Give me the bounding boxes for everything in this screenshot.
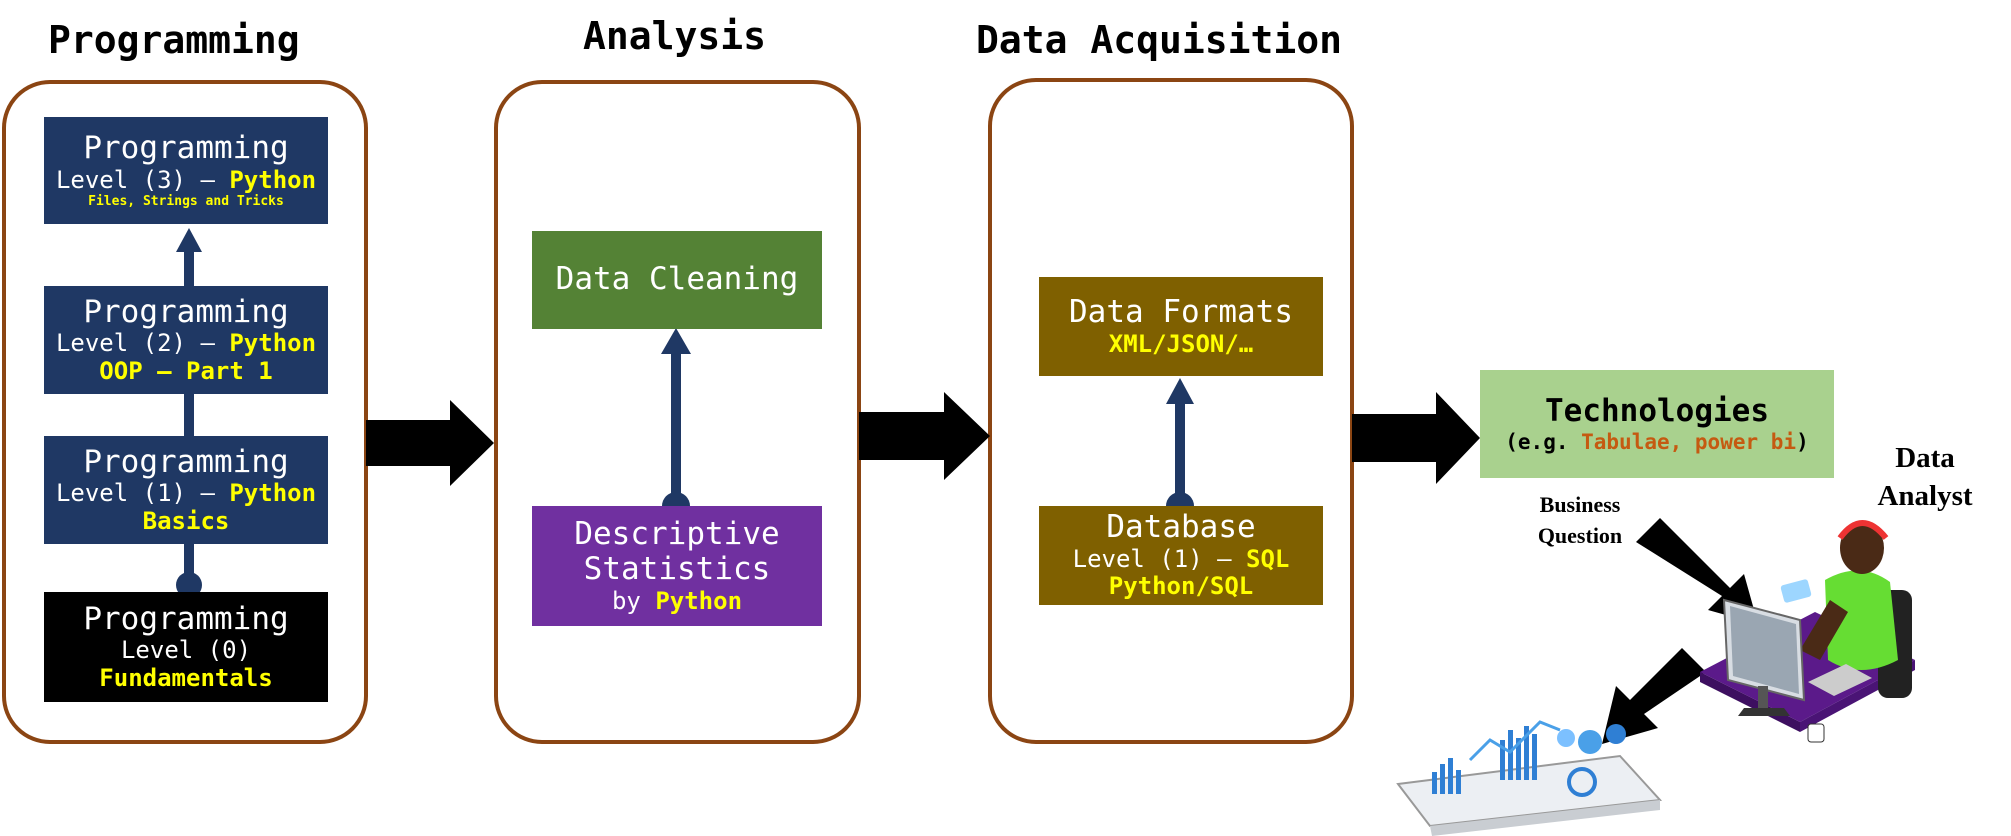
data-cleaning-box: Data Cleaning [532,231,822,329]
programming-level2-box: Programming Level (2) – Python OOP – Par… [44,286,328,394]
programming-level0-box: Programming Level (0) Fundamentals [44,592,328,702]
descriptive-by-line: by Python [611,586,743,615]
technologies-box: Technologies (e.g. Tabulae, power bi) [1480,370,1834,478]
arrow-programming-to-analysis [366,400,494,486]
arrow-business-question [1636,518,1758,624]
level1-title: Programming [83,443,289,480]
data-analyst-label: Data Analyst [1877,442,1973,512]
business-question-label: Business Question [1537,492,1623,548]
arrow-acquisition-to-technologies [1352,392,1480,484]
title-data-acquisition: Data Acquisition [976,18,1343,62]
arrow-analysis-to-acquisition [859,392,990,480]
dashboard-illustration [1396,720,1663,836]
level2-title: Programming [83,293,289,330]
database-box: Database Level (1) – SQL Python/SQL [1039,506,1323,605]
data-cleaning-label: Data Cleaning [555,261,799,298]
programming-level3-box: Programming Level (3) – Python Files, St… [44,117,328,224]
level3-title: Programming [83,130,289,167]
technologies-examples: (e.g. Tabulae, power bi) [1505,429,1809,454]
database-level-line: Level (1) – SQL [1072,544,1290,573]
acquisition-panel [988,78,1354,744]
level0-level-line: Level (0) [120,636,252,665]
acquisition-arrowhead [1166,378,1194,404]
programming-connector-dot [176,572,202,598]
descriptive-line2: Statistics [583,551,771,588]
level1-subtitle: Basics [142,506,230,535]
level2-level-line: Level (2) – Python [55,329,317,358]
level0-title: Programming [83,600,289,637]
data-formats-title: Data Formats [1069,293,1293,330]
level0-subtitle: Fundamentals [99,663,273,692]
data-analyst-illustration [1700,520,1915,743]
level1-level-line: Level (1) – Python [55,479,317,508]
level2-subtitle: OOP – Part 1 [99,356,273,385]
data-formats-subtitle: XML/JSON/… [1108,329,1254,358]
level3-subtitle: Files, Strings and Tricks [88,193,284,209]
database-title: Database [1106,509,1256,546]
programming-arrowhead [176,228,202,252]
analysis-arrowhead [661,328,691,354]
programming-level1-box: Programming Level (1) – Python Basics [44,436,328,544]
descriptive-line1: Descriptive [574,515,780,552]
data-formats-box: Data Formats XML/JSON/… [1039,277,1323,376]
title-programming: Programming [48,18,300,62]
descriptive-statistics-box: Descriptive Statistics by Python [532,506,822,626]
title-analysis: Analysis [583,14,767,58]
technologies-title: Technologies [1545,393,1769,430]
database-subtitle: Python/SQL [1108,572,1254,601]
arrow-to-dashboard [1602,648,1706,744]
level3-level-line: Level (3) – Python [55,166,317,195]
